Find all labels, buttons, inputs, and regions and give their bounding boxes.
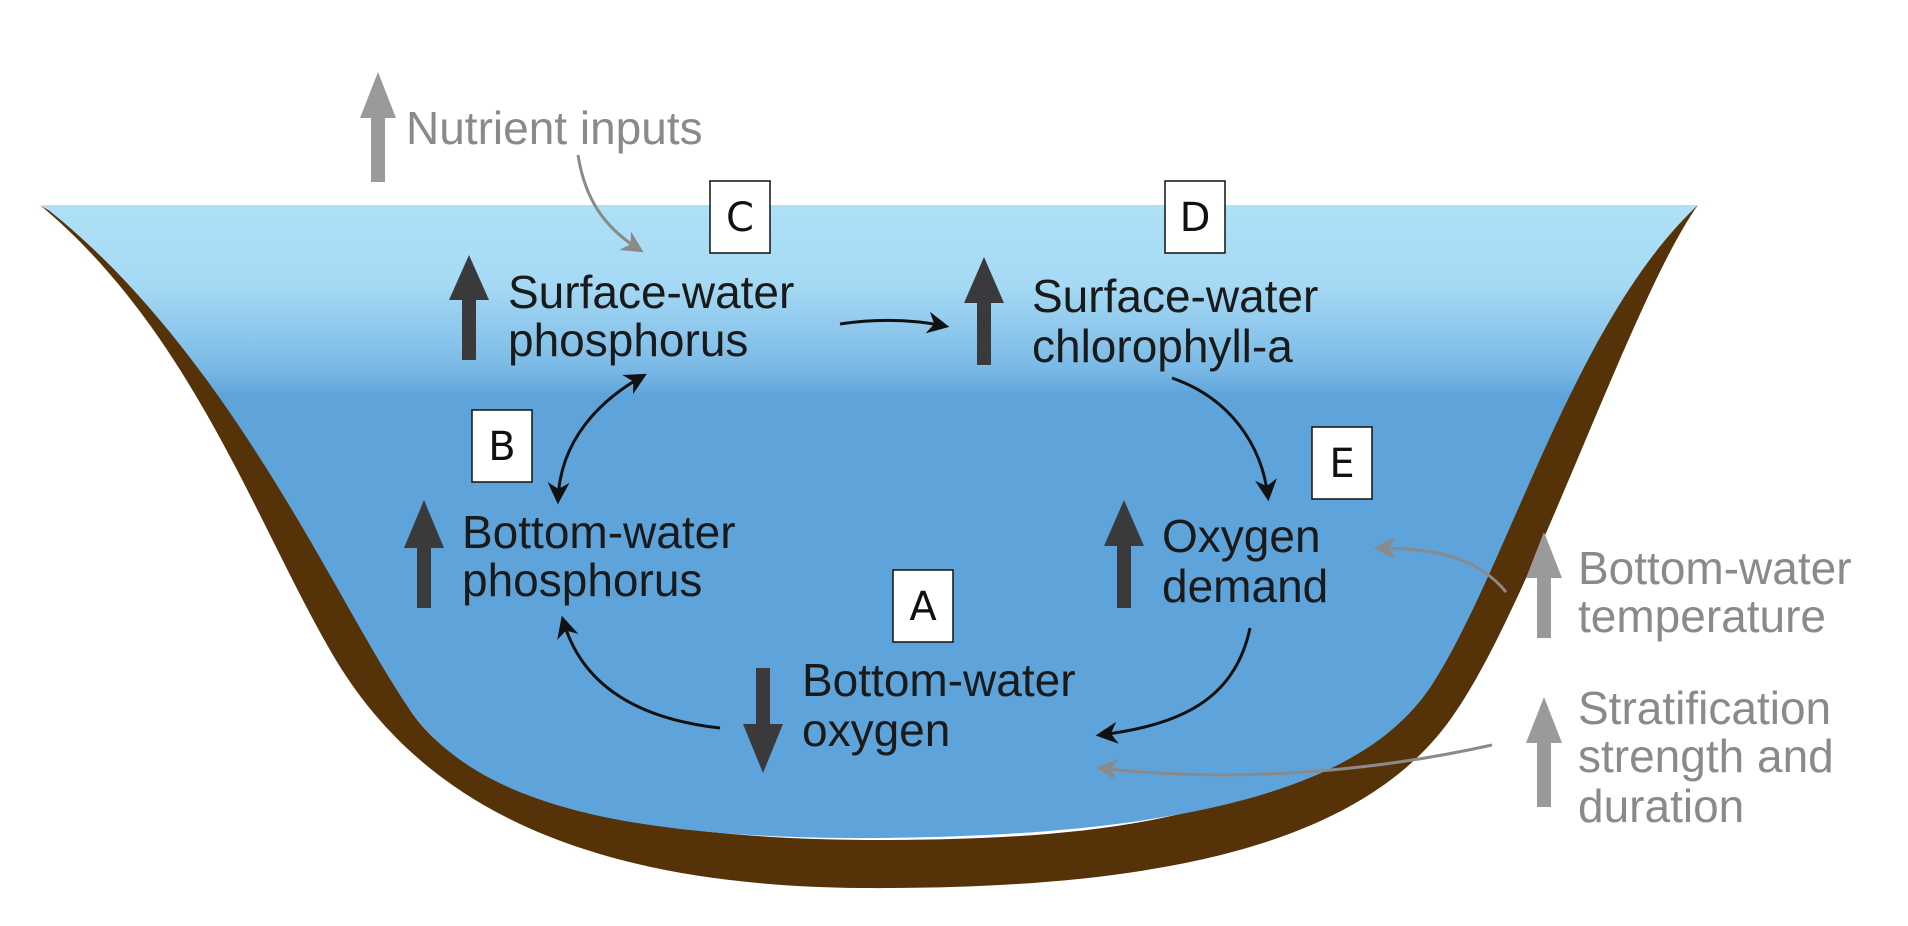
box-b: B (471, 409, 533, 483)
svg-text:B: B (488, 424, 515, 470)
up-arrow-icon (1526, 697, 1562, 807)
connector-phosphorus-to-chlorophyll (839, 311, 950, 334)
up-arrow-icon (404, 500, 444, 608)
driver-bottom-water-temperature: Bottom-water temperature (1578, 542, 1852, 642)
connector-stratification (1095, 743, 1493, 781)
svg-text:Oxygen: Oxygen (1162, 510, 1321, 562)
svg-text:D: D (1180, 195, 1211, 241)
svg-text:strength and: strength and (1578, 730, 1834, 782)
svg-text:demand: demand (1162, 560, 1328, 612)
driver-nutrient-inputs: Nutrient inputs (406, 102, 703, 154)
svg-text:Surface-water: Surface-water (1032, 270, 1318, 322)
svg-text:Stratification: Stratification (1578, 682, 1831, 734)
connector-bottom-to-surface-phosphorus (547, 373, 647, 505)
up-arrow-icon (1104, 500, 1144, 608)
box-c: C (709, 180, 771, 254)
node-bottom-water-oxygen: Bottom-water oxygen (802, 654, 1076, 756)
svg-text:Surface-water: Surface-water (508, 266, 794, 318)
up-arrow-icon (360, 72, 396, 182)
svg-text:Bottom-water: Bottom-water (802, 654, 1076, 706)
connector-bottom-oxygen-to-bottom-phosphorus (557, 615, 721, 730)
up-arrow-icon (1526, 532, 1562, 638)
svg-text:oxygen: oxygen (802, 704, 950, 756)
svg-text:Bottom-water: Bottom-water (462, 506, 736, 558)
box-a: A (892, 569, 954, 643)
svg-text:phosphorus: phosphorus (462, 554, 702, 606)
svg-text:phosphorus: phosphorus (508, 314, 748, 366)
node-bottom-water-phosphorus: Bottom-water phosphorus (462, 506, 736, 606)
connector-chlorophyll-to-oxygen-demand (1171, 376, 1277, 502)
connector-nutrient-inputs (576, 154, 644, 253)
svg-text:chlorophyll-a: chlorophyll-a (1032, 320, 1293, 372)
down-arrow-icon (743, 668, 783, 773)
svg-text:Bottom-water: Bottom-water (1578, 542, 1852, 594)
node-surface-water-phosphorus: Surface-water phosphorus (508, 266, 794, 366)
node-surface-water-chlorophyll: Surface-water chlorophyll-a (1032, 270, 1318, 372)
svg-text:duration: duration (1578, 780, 1744, 832)
box-e: E (1311, 426, 1373, 500)
box-d: D (1164, 180, 1226, 254)
connector-bottom-water-temperature (1373, 537, 1508, 593)
up-arrow-icon (449, 255, 489, 360)
lake-water (42, 205, 1698, 839)
svg-text:temperature: temperature (1578, 590, 1826, 642)
svg-text:A: A (909, 584, 937, 630)
svg-text:Nutrient inputs: Nutrient inputs (406, 102, 703, 154)
up-arrow-icon (964, 257, 1004, 365)
connector-oxygen-demand-to-bottom-oxygen (1095, 627, 1252, 744)
svg-text:C: C (726, 195, 754, 241)
driver-stratification: Stratification strength and duration (1578, 682, 1834, 832)
node-oxygen-demand: Oxygen demand (1162, 510, 1328, 612)
svg-text:E: E (1329, 441, 1354, 487)
